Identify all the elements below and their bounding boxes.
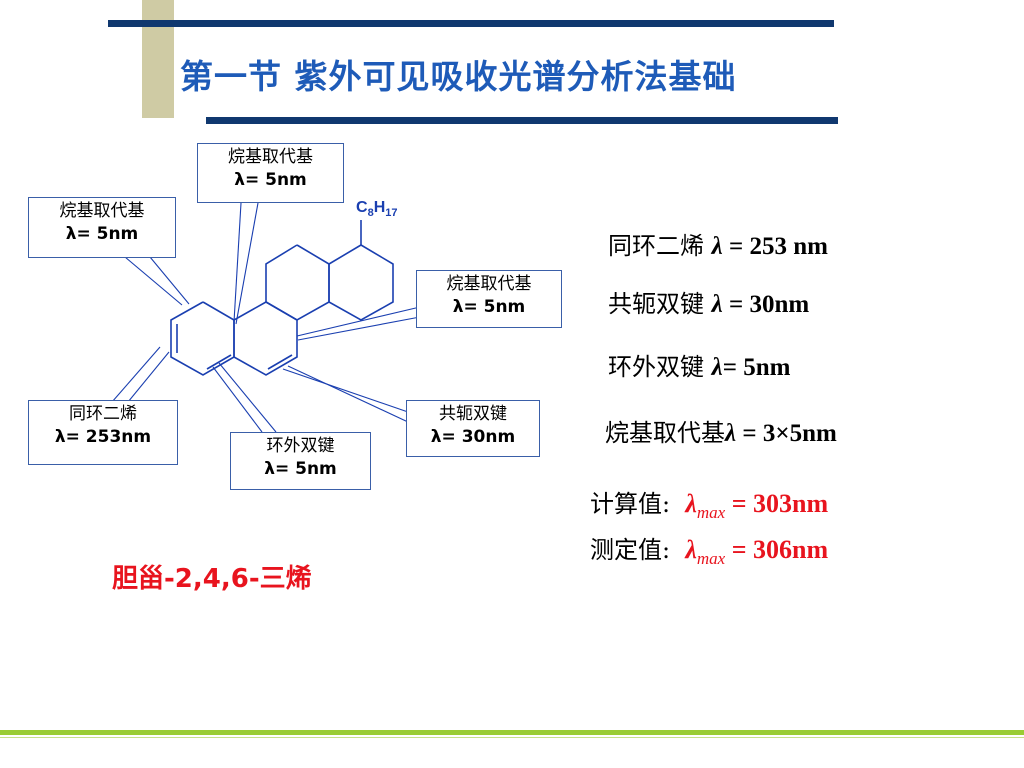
ring-a — [170, 301, 235, 376]
ring-c — [265, 244, 330, 321]
ring-b — [233, 301, 298, 376]
title-top-rule — [108, 20, 834, 27]
title-decoration-block — [142, 0, 174, 118]
side-chain-label: C8H17 — [356, 199, 398, 220]
compound-name: 胆甾-2,4,6-三烯 — [112, 564, 312, 594]
rule-exocyclic-double-bond: 环外双键 λ= 5nm — [608, 353, 791, 381]
footer-rule — [0, 730, 1024, 735]
double-bond-2 — [206, 354, 232, 370]
callout-lines — [111, 202, 421, 433]
ring-d — [328, 244, 394, 321]
rule-homoannular-diene: 同环二烯 λ = 253 nm — [608, 232, 828, 260]
footer-rule-thin — [0, 737, 1024, 738]
rule-conjugated-double-bond: 共轭双键 λ = 30nm — [608, 290, 810, 318]
measured-value: 测定值: λmax = 306nm — [590, 535, 829, 569]
rule-alkyl-substituent: 烷基取代基λ = 3×5nm — [605, 419, 837, 447]
double-bond-3 — [267, 354, 293, 370]
title-bottom-rule — [206, 117, 838, 124]
slide-title: 第一节 紫外可见吸收光谱分析法基础 — [180, 57, 737, 96]
ring-bonds — [170, 220, 394, 376]
calculated-value: 计算值: λmax = 303nm — [590, 489, 829, 523]
